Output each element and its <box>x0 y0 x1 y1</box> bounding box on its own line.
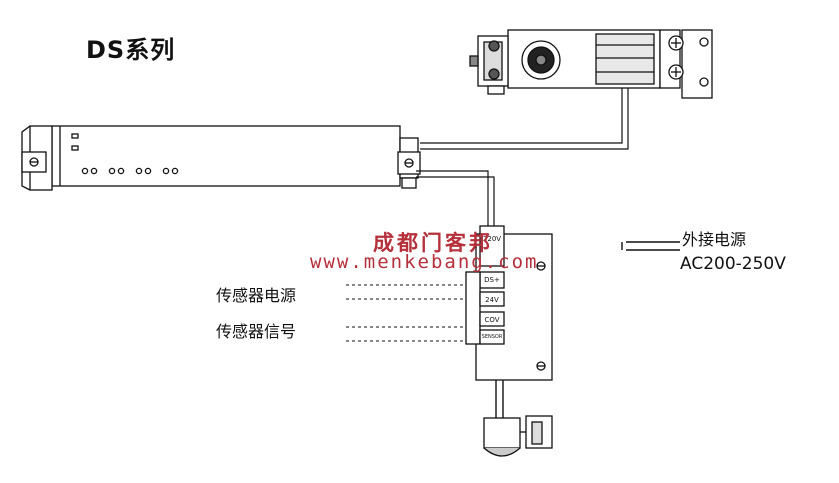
controller-box <box>21 125 421 191</box>
watermark-company: 成都门客邦 <box>373 231 493 255</box>
terminal-label-220v: 220V <box>482 235 502 243</box>
page-title: DS系列 <box>86 36 176 64</box>
sensor-leads <box>346 284 466 342</box>
voltage-range-label: AC200-250V <box>680 254 786 274</box>
sensor-signal-label: 传感器信号 <box>216 322 297 341</box>
motor-cable <box>420 88 629 150</box>
external-power-wire <box>621 241 680 251</box>
sensor <box>483 380 553 457</box>
terminal-label-sensor: SENSOR <box>481 334 503 340</box>
sensor-power-label: 传感器电源 <box>216 286 297 305</box>
watermark-url: www.menkebang.com <box>310 251 539 273</box>
terminal-board <box>465 225 553 381</box>
terminal-label-24v: 24V <box>485 296 499 304</box>
external-power-label: 外接电源 <box>682 230 747 249</box>
power-cable <box>416 170 495 226</box>
motor-assembly <box>469 29 713 99</box>
terminal-label-cov: COV <box>484 316 500 324</box>
terminal-label-ds: DS+ <box>484 276 500 284</box>
